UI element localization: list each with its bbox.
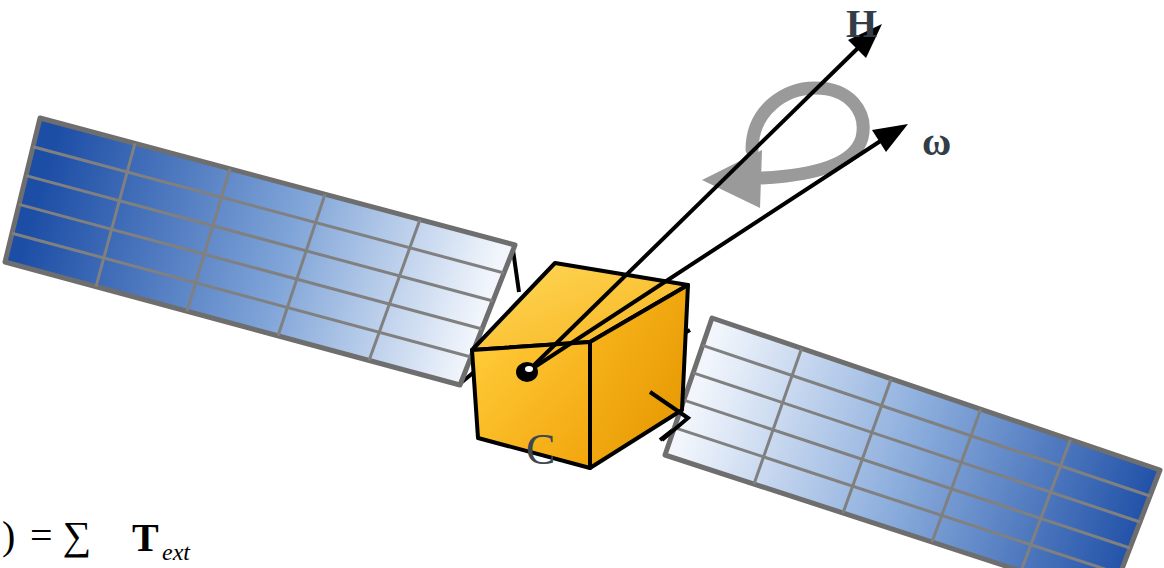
- panel-strut: [650, 392, 688, 440]
- spacecraft-body: [472, 263, 688, 468]
- vector-label: H: [846, 4, 877, 44]
- equation-part: T: [132, 518, 159, 558]
- rotation-arrow: [702, 88, 863, 208]
- equation-subscript: ext: [162, 540, 190, 564]
- vector-arrow: [527, 24, 908, 372]
- equation-part: = ∑: [30, 516, 91, 556]
- center-of-mass: [516, 362, 538, 382]
- point-label: C: [526, 428, 555, 472]
- solar-panel: [665, 318, 1160, 568]
- solar-panel: [5, 118, 515, 385]
- vector-label: ω: [922, 122, 951, 162]
- equation-part: ): [2, 516, 15, 556]
